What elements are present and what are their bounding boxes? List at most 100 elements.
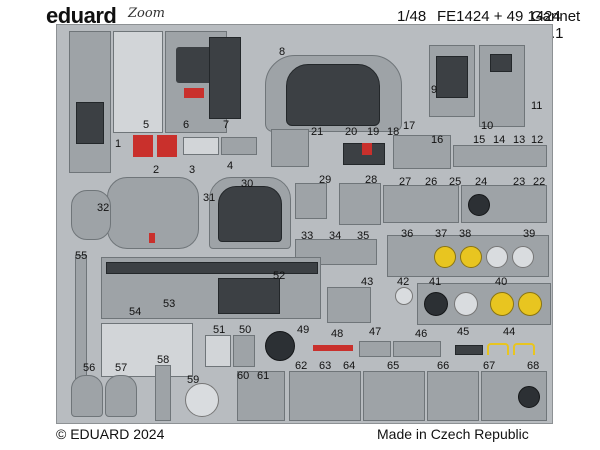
part-52-long-panel — [101, 257, 321, 319]
part-number: 26 — [425, 176, 438, 188]
part-number: 63 — [319, 360, 332, 372]
part-number: 19 — [367, 126, 380, 138]
part-48-red-handles — [313, 345, 353, 351]
part-30-instrument-panel — [209, 177, 291, 249]
part-56-plate — [71, 375, 103, 417]
part-number: 52 — [273, 270, 286, 282]
part-number: 12 — [531, 134, 544, 146]
part-25-27-panels — [383, 185, 459, 223]
part-number: 10 — [481, 120, 494, 132]
part-36-39-instruments — [387, 235, 549, 277]
part-67-68-panels — [481, 371, 547, 421]
part-number: 68 — [527, 360, 540, 372]
part-38-yellow-dial — [460, 246, 482, 268]
part-41-dial — [424, 292, 448, 316]
part-number: 41 — [429, 276, 442, 288]
copyright-text: © EDUARD 2024 — [56, 426, 165, 442]
part-51-bracket — [205, 335, 231, 367]
part-50-bracket — [233, 335, 255, 367]
part-number: 22 — [533, 176, 546, 188]
part-number: 40 — [495, 276, 508, 288]
part-65-panel — [363, 371, 425, 421]
part-number: 7 — [223, 119, 230, 131]
part-58-strap — [155, 365, 171, 421]
part-40a-dial — [490, 292, 514, 316]
part-number: 49 — [297, 324, 310, 336]
part-19-red-switch — [362, 143, 372, 155]
part-number: 31 — [203, 192, 216, 204]
scale-label: 1/48 — [397, 8, 427, 25]
part-42-dial — [395, 287, 413, 305]
part-number: 38 — [459, 228, 472, 240]
part-number: 32 — [97, 202, 110, 214]
part-number: 4 — [227, 160, 234, 172]
part-number: 61 — [257, 370, 270, 382]
part-number: 67 — [483, 360, 496, 372]
part-number: 43 — [361, 276, 374, 288]
part-number: 28 — [365, 174, 378, 186]
part-number: 35 — [357, 230, 370, 242]
part-4-strip — [221, 137, 257, 155]
part-number: 15 — [473, 134, 486, 146]
part-40b-dial — [518, 292, 542, 316]
part-2-red-panel — [133, 135, 153, 157]
part-39b-dial — [512, 246, 534, 268]
part-number: 47 — [369, 326, 382, 338]
part-number: 8 — [279, 46, 286, 58]
part-59-plate — [185, 383, 219, 417]
part-number: 58 — [157, 354, 170, 366]
part-3-placard — [183, 137, 219, 155]
part-17-18-levers — [393, 135, 451, 169]
part-number: 27 — [399, 176, 412, 188]
part-44a-yellow-handle — [487, 343, 509, 355]
part-number: 2 — [153, 164, 160, 176]
part-40-41-instruments — [417, 283, 551, 325]
part-number: 54 — [129, 306, 142, 318]
part-number: 56 — [83, 362, 96, 374]
part-number: 30 — [241, 178, 254, 190]
part-number: 57 — [115, 362, 128, 374]
part-45-handle — [455, 345, 483, 355]
part-number: 45 — [457, 326, 470, 338]
part-28-panel — [339, 183, 381, 225]
part-43-frame — [327, 287, 371, 323]
part-number: 60 — [237, 370, 250, 382]
part-number: 20 — [345, 126, 358, 138]
part-1-console — [69, 31, 111, 173]
part-44b-yellow-handle — [513, 343, 535, 355]
part-30-panel-face — [218, 186, 282, 242]
part-number: 6 — [183, 119, 190, 131]
part-6-display — [176, 47, 214, 83]
part-10-screen — [490, 54, 512, 72]
part-number: 50 — [239, 324, 252, 336]
part-number: 46 — [415, 328, 428, 340]
part-number: 42 — [397, 276, 410, 288]
part-12-16-levers — [453, 145, 547, 167]
part-10-panel — [479, 45, 525, 127]
part-52-box — [218, 278, 280, 314]
part-9-panel — [429, 45, 475, 117]
product-code: FE1424 + 49 1424 — [437, 8, 561, 25]
part-6-red-placard — [184, 88, 204, 98]
part-68-dial — [518, 386, 540, 408]
part-9-keypad — [436, 56, 468, 98]
part-number: 66 — [437, 360, 450, 372]
part-number: 59 — [187, 374, 200, 386]
part-number: 39 — [523, 228, 536, 240]
part-number: 21 — [311, 126, 324, 138]
part-5-red-panel — [157, 135, 177, 157]
part-number: 44 — [503, 326, 516, 338]
part-number: 13 — [513, 134, 526, 146]
part-62-64-panels — [289, 371, 361, 421]
part-57-plate — [105, 375, 137, 417]
part-52-dark-strip — [106, 262, 318, 274]
made-in-text: Made in Czech Republic — [377, 426, 529, 442]
part-8-instrument-panel — [265, 55, 402, 132]
part-number: 37 — [435, 228, 448, 240]
part-54-panel — [101, 323, 193, 377]
part-47-knobs — [359, 341, 391, 357]
photo-etch-sheet: 1 2 3 4 5 6 7 8 9 10 11 12 13 14 15 16 1… — [56, 24, 553, 424]
part-number: 51 — [213, 324, 226, 336]
part-32-dial-plate — [71, 190, 111, 240]
part-39a-dial — [486, 246, 508, 268]
